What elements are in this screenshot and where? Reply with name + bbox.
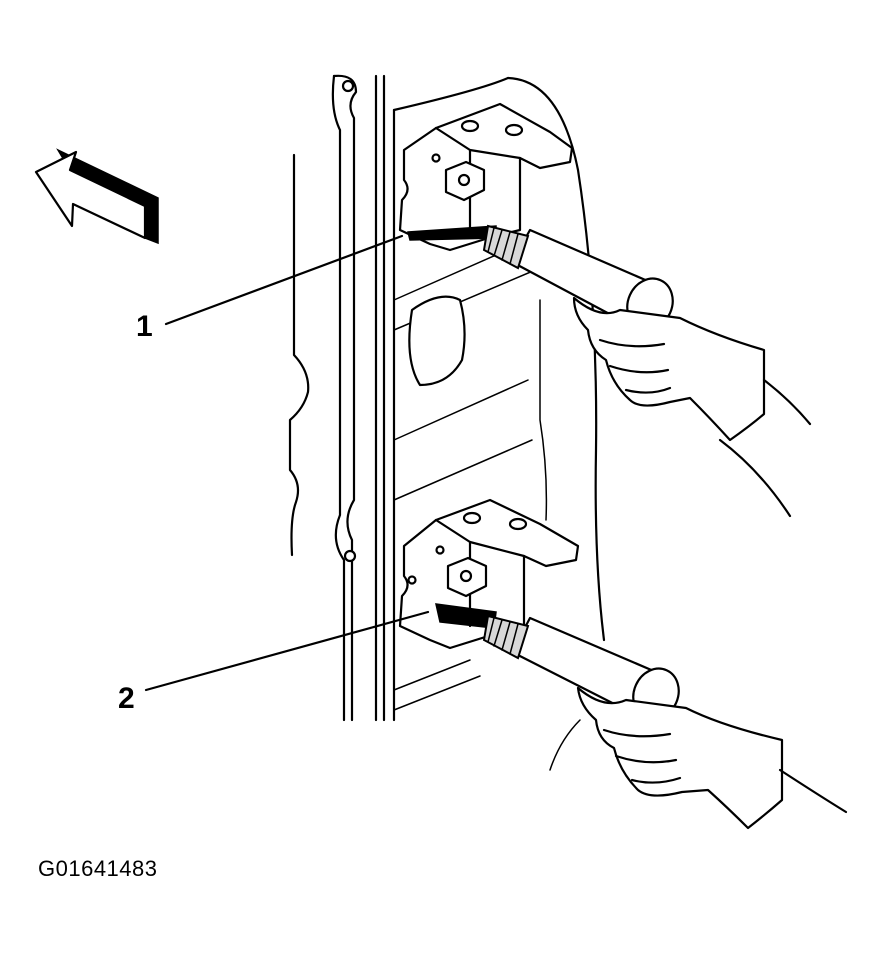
callout-1-leader <box>164 234 404 326</box>
figure-id-label: G01641483 <box>38 856 158 881</box>
lower-hinge <box>398 498 580 650</box>
upper-hinge <box>398 102 574 252</box>
callout-1-label: 1 <box>136 310 153 343</box>
body-hinge-pillar <box>331 74 606 722</box>
callout-2-label: 2 <box>118 682 135 715</box>
upper-tool-and-hand <box>482 224 812 518</box>
direction-arrow-icon <box>34 148 159 245</box>
callout-2-leader <box>144 610 430 692</box>
lower-tool-and-hand <box>482 614 848 830</box>
door-outline <box>288 153 310 557</box>
